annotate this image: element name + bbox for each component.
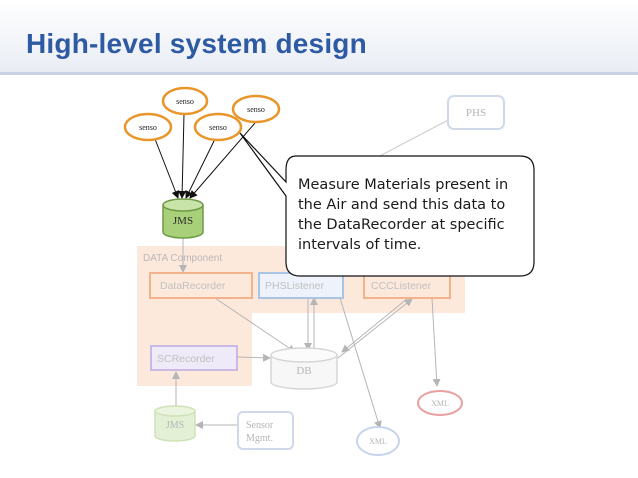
sensor-node-4: senso	[193, 112, 243, 142]
sensor-node-3: senso	[123, 112, 173, 142]
phslistener-to-xml-arrow	[339, 297, 382, 429]
sensor1-to-jms-arrow	[178, 113, 187, 199]
xml-right-node	[417, 390, 463, 416]
sensor-label: senso	[176, 97, 194, 106]
sensor3-to-jms-arrow	[185, 138, 216, 199]
jms-bottom-label: JMS	[166, 420, 184, 431]
sensor-label: senso	[139, 123, 157, 132]
sensor2-to-jms-arrow	[154, 138, 180, 199]
sensor-mgmt-label-line1: Sensor	[246, 420, 274, 431]
xml-bottom-label: XML	[369, 437, 387, 446]
phs-listener-label: PHSListener	[265, 280, 324, 292]
sensor-label: senso	[247, 105, 265, 114]
ccc-listener-label: CCCListener	[371, 280, 432, 292]
callout-text: Measure Materials present in the Air and…	[298, 177, 509, 253]
sc-recorder-label: SCRecorder	[157, 353, 215, 365]
phs-label: PHS	[466, 107, 486, 119]
ccclistener-to-db-arrow	[341, 297, 409, 353]
data-recorder-node	[149, 272, 253, 299]
phs-node	[447, 95, 505, 130]
title-bar: High-level system design	[0, 0, 638, 75]
db-node: DB	[270, 347, 338, 390]
callout-bubble	[239, 132, 535, 277]
sensor-mgmt-label-line2: Mgmt.	[246, 433, 273, 444]
xml-right-label: XML	[431, 399, 449, 408]
screcorder-to-db-arrow	[236, 353, 271, 362]
sensor4-to-jms-arrow	[189, 122, 256, 199]
db-to-ccclistener-arrow	[337, 298, 413, 359]
sensor-node-2: senso	[231, 94, 281, 124]
ccc-listener-node	[363, 272, 451, 299]
ccclistener-to-xml-arrow	[431, 297, 441, 387]
page-title: High-level system design	[26, 28, 367, 59]
sensor-label: senso	[209, 123, 227, 132]
phs-listener-node	[258, 272, 344, 299]
jms-bottom-node: JMS	[154, 405, 196, 442]
db-label: DB	[296, 365, 311, 377]
recorder-to-db-arrow	[214, 297, 296, 353]
jms-top-node: JMS	[162, 198, 204, 239]
jms-top-label: JMS	[173, 215, 193, 227]
sc-recorder-node	[150, 345, 238, 371]
sensor-mgmt-node	[237, 411, 294, 450]
xml-bottom-node	[356, 426, 400, 456]
sensor-node-1: senso	[161, 86, 209, 116]
data-recorder-label: DataRecorder	[160, 280, 226, 292]
